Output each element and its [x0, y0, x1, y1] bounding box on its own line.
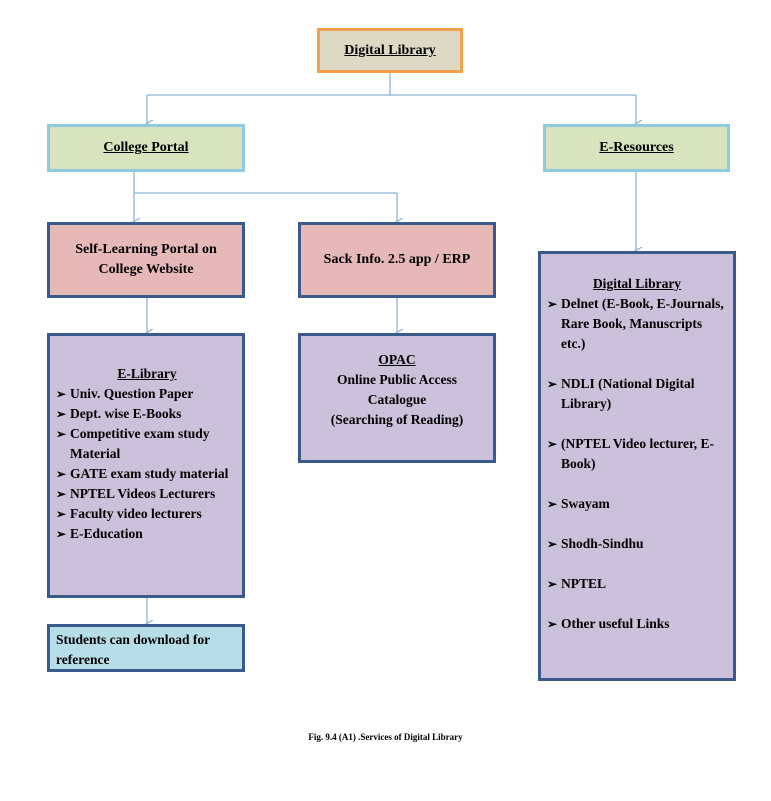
digital-library-resources-title: Digital Library	[592, 276, 682, 291]
list-item: NPTEL Videos Lecturers	[56, 484, 238, 504]
opac-box: OPAC Online Public Access Catalogue (Sea…	[298, 333, 496, 463]
list-item: Shodh-Sindhu	[547, 534, 727, 554]
list-item: NPTEL	[547, 574, 727, 594]
digital-library-resources-box: Digital Library Delnet (E-Book, E-Journa…	[538, 251, 736, 681]
list-item: Faculty video lecturers	[56, 504, 238, 524]
self-learning-portal-box: Self-Learning Portal on College Website	[47, 222, 245, 298]
download-text: Students can download for reference	[56, 632, 210, 667]
opac-line1: Online Public Access	[336, 372, 457, 387]
list-item: Swayam	[547, 494, 727, 514]
list-item: Dept. wise E-Books	[56, 404, 238, 424]
list-item: NDLI (National Digital Library)	[547, 374, 727, 414]
list-item: Univ. Question Paper	[56, 384, 238, 404]
sack-info-box: Sack Info. 2.5 app / ERP	[298, 222, 496, 298]
list-item: E-Education	[56, 524, 238, 544]
e-library-box: E-Library Univ. Question Paper Dept. wis…	[47, 333, 245, 598]
digital-library-root-box: Digital Library	[317, 28, 463, 73]
download-box: Students can download for reference	[47, 624, 245, 672]
self-learning-line2: College Website	[98, 262, 194, 277]
digital-library-resources-list: Delnet (E-Book, E-Journals, Rare Book, M…	[547, 294, 727, 634]
root-title: Digital Library	[344, 42, 436, 58]
opac-line2: Catalogue	[367, 392, 427, 407]
opac-title: OPAC	[378, 352, 416, 367]
e-resources-box: E-Resources	[543, 124, 730, 172]
figure-caption: Fig. 9.4 (A1) .Services of Digital Libra…	[308, 732, 463, 742]
e-resources-title: E-Resources	[599, 140, 674, 155]
list-item: Competitive exam study Material	[56, 424, 238, 464]
sack-info-title: Sack Info. 2.5 app / ERP	[323, 252, 471, 267]
college-portal-box: College Portal	[47, 124, 245, 172]
list-item: Delnet (E-Book, E-Journals, Rare Book, M…	[547, 294, 727, 354]
list-item: (NPTEL Video lecturer, E-Book)	[547, 434, 727, 474]
college-portal-title: College Portal	[103, 140, 189, 155]
opac-line3: (Searching of Reading)	[330, 412, 464, 427]
self-learning-line1: Self-Learning Portal on	[75, 242, 217, 257]
list-item: GATE exam study material	[56, 464, 238, 484]
list-item: Other useful Links	[547, 614, 727, 634]
e-library-title: E-Library	[117, 366, 177, 381]
e-library-list: Univ. Question Paper Dept. wise E-Books …	[56, 384, 238, 544]
